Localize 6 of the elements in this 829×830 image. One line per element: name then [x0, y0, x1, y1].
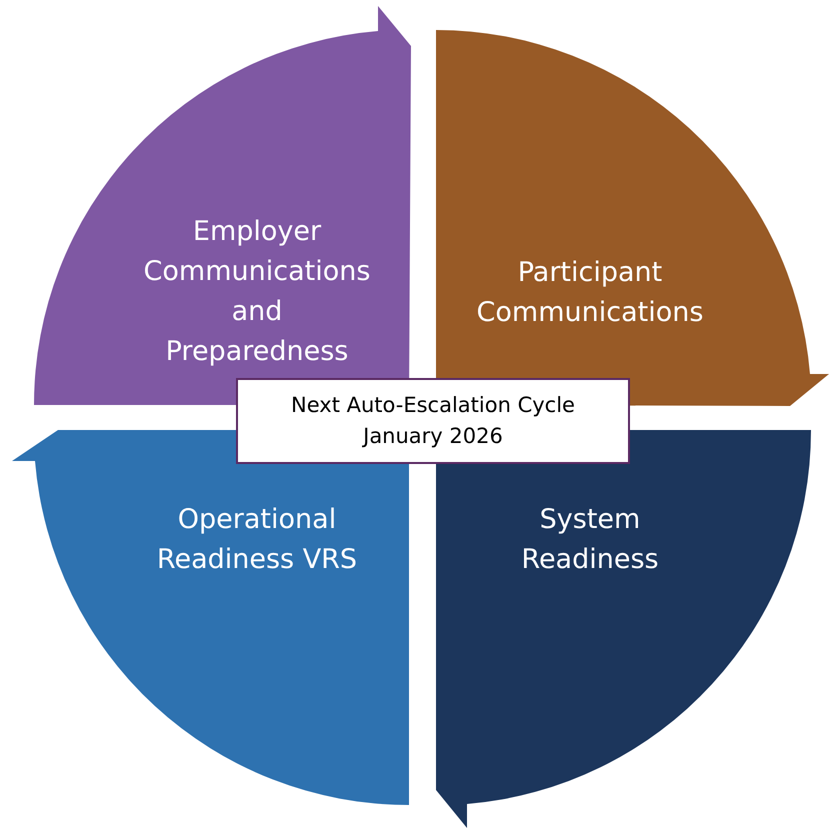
center-label-box	[236, 378, 630, 464]
segment-label: Employer Communications and Preparedness	[142, 215, 372, 369]
segment-label: Participant Communications	[476, 256, 704, 330]
segment-label: System Readiness	[520, 503, 660, 577]
segment-label: Operational Readiness VRS	[156, 503, 358, 577]
center-label: Next Auto-Escalation Cycle January 2026	[290, 392, 576, 450]
